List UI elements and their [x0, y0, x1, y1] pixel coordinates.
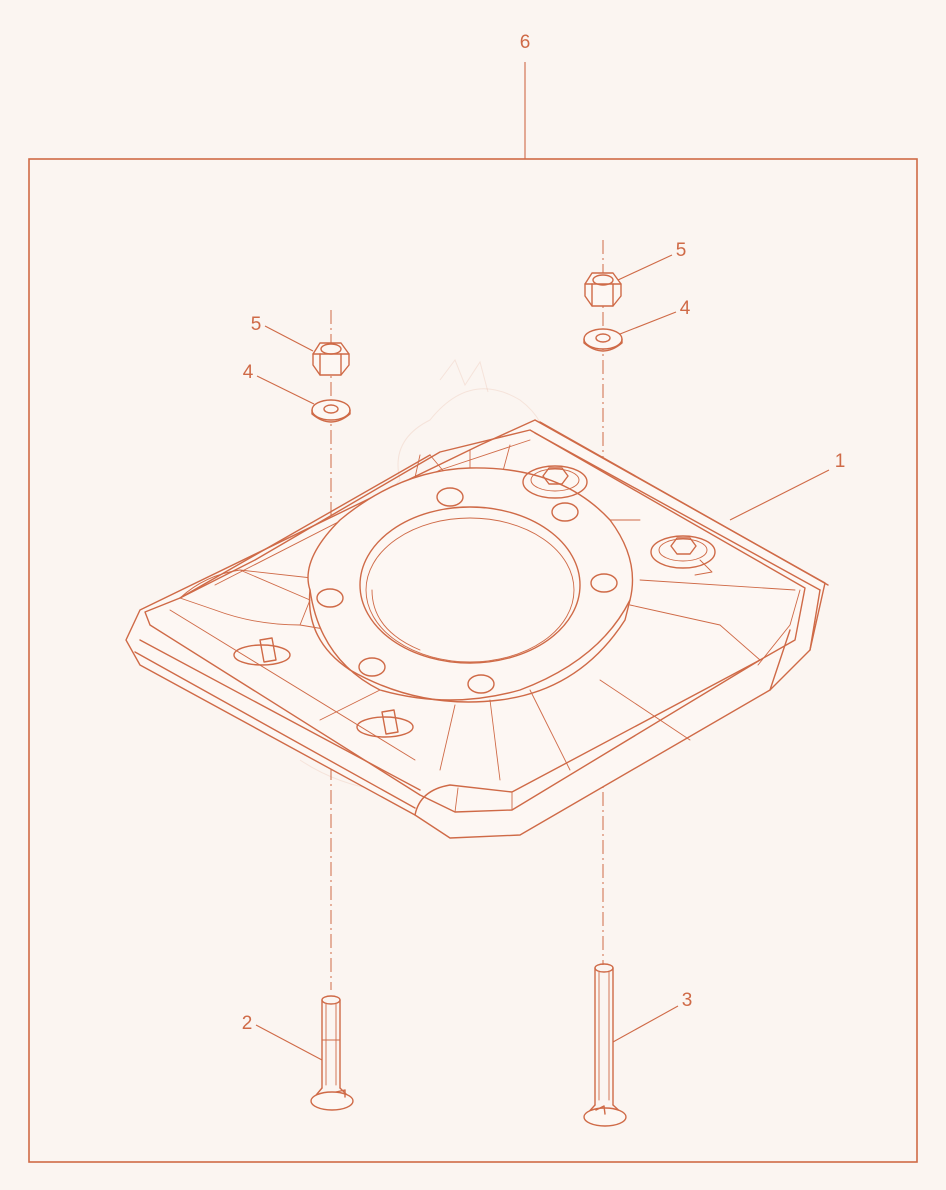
callout-washer-left: 4 — [243, 362, 254, 383]
callout-assembly: 6 — [520, 32, 531, 53]
callout-washer-right: 4 — [680, 298, 691, 319]
leader-long-bolt — [612, 1005, 679, 1043]
leader-washer-left — [256, 375, 315, 405]
leader-short-bolt — [255, 1024, 323, 1061]
leader-nut-left — [264, 325, 314, 352]
hex-nut-right — [584, 272, 622, 307]
leader-nut-right — [617, 254, 673, 281]
callout-short-bolt: 2 — [242, 1013, 253, 1034]
hex-nut-left — [312, 342, 350, 376]
base-plate — [125, 419, 829, 839]
washer-right — [583, 328, 623, 352]
callout-nut-left: 5 — [251, 314, 262, 335]
washer-left — [311, 399, 351, 423]
callout-base-plate: 1 — [835, 451, 846, 472]
leader-washer-right — [619, 311, 677, 335]
callout-long-bolt: 3 — [682, 990, 693, 1011]
long-countersunk-bolt — [583, 963, 627, 1127]
assembly-frame — [28, 62, 918, 1163]
callout-nut-right: 5 — [676, 240, 687, 261]
leader-base-plate — [729, 469, 830, 521]
short-countersunk-bolt — [310, 995, 354, 1111]
